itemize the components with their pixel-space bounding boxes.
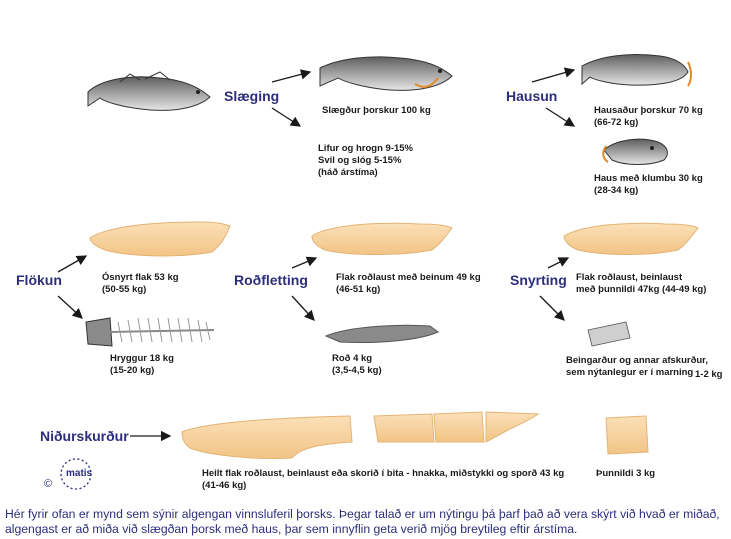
caption-text: Hér fyrir ofan er mynd sem sýnir algenga… — [5, 507, 720, 536]
headed-cod-icon — [581, 54, 692, 87]
untrimmed-fillet-icon — [89, 221, 231, 257]
label-whole-fillet-range: (41-46 kg) — [202, 480, 247, 491]
stage-slaeging: Slæging — [224, 88, 280, 104]
middle-piece-icon — [433, 411, 485, 443]
stage-nidurskurdur: Niðurskurður — [40, 428, 129, 444]
label-season-note: (háð árstíma) — [318, 167, 378, 178]
pinbone-strip-icon — [587, 321, 631, 347]
label-untrimmed-fillet: Ósnyrt flak 53 kg — [102, 272, 179, 283]
label-pinbone-2: sem nýtanlegur er í marning — [566, 367, 694, 378]
backbone-icon — [85, 317, 215, 347]
label-belly-flap: Þunnildi 3 kg — [596, 468, 656, 479]
label-trimmed-fillet-2: með þunnildi 47kg (44-49 kg) — [576, 284, 707, 295]
label-head-range: (28-34 kg) — [594, 185, 639, 196]
label-skin: Roð 4 kg — [332, 353, 373, 364]
stage-hausun: Hausun — [506, 88, 558, 104]
label-skinless-fillet: Flak roðlaust með beinum 49 kg — [336, 272, 481, 283]
skinless-fillet-icon — [311, 222, 453, 255]
matis-logo-icon — [60, 458, 92, 490]
label-skin-range: (3,5-4,5 kg) — [332, 365, 382, 376]
label-trimmed-fillet: Flak roðlaust, beinlaust — [576, 272, 683, 283]
whole-fillet-icon — [181, 415, 353, 460]
label-backbone: Hryggur 18 kg — [110, 353, 174, 364]
trimmed-fillet-icon — [563, 222, 699, 255]
label-skinless-fillet-range: (46-51 kg) — [336, 284, 381, 295]
label-head: Haus með klumbu 30 kg — [594, 173, 703, 184]
gutted-cod-icon — [319, 56, 453, 91]
loin-piece-icon — [373, 413, 435, 443]
label-gutted-cod: Slægður þorskur 100 kg — [322, 105, 431, 116]
skin-icon — [324, 324, 439, 343]
fish-head-icon — [602, 138, 668, 165]
label-whole-fillet: Heilt flak roðlaust, beinlaust eða skori… — [202, 468, 565, 479]
label-untrimmed-fillet-range: (50-55 kg) — [102, 284, 147, 295]
label-headed-cod-range: (66-72 kg) — [594, 117, 639, 128]
stage-rodfletting: Roðfletting — [234, 272, 308, 288]
tail-piece-icon — [485, 411, 540, 443]
stage-flokun: Flökun — [16, 272, 62, 288]
label-milt-guts: Svil og slóg 5-15% — [318, 155, 402, 166]
whole-cod-icon — [87, 71, 211, 111]
arrows — [57, 67, 576, 442]
label-liver-roe: Lifur og hrogn 9-15% — [318, 143, 413, 154]
belly-flap-icon — [605, 415, 649, 455]
label-pinbone-amount: 1-2 kg — [695, 369, 723, 380]
logo-name: matis — [66, 468, 93, 479]
copyright-mark: © — [44, 478, 53, 490]
label-headed-cod: Hausaður þorskur 70 kg — [594, 105, 703, 116]
label-backbone-range: (15-20 kg) — [110, 365, 155, 376]
stage-snyrting: Snyrting — [510, 272, 567, 288]
label-pinbone: Beingarður og annar afskurður, — [566, 355, 708, 366]
